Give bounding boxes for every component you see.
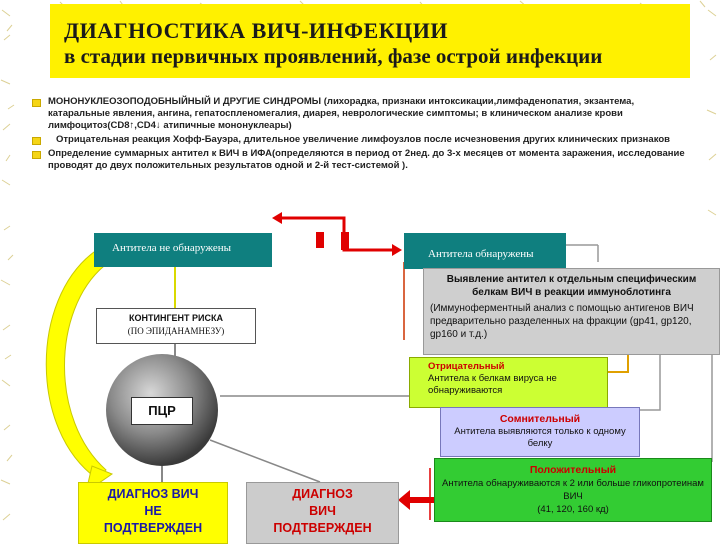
bullet-text: Отрицательная реакция Хофф-Бауэра, длите… — [56, 134, 670, 145]
red-arrowhead-confirm — [398, 490, 410, 510]
immunoblot-detection-box: Выявление антител к отдельным специфичес… — [423, 268, 720, 355]
negative-result-box: Отрицательный Антитела к белкам вируса н… — [409, 357, 608, 408]
red-arrow-stub — [341, 232, 349, 250]
connector-line — [209, 439, 321, 483]
positive-result-heading: Положительный — [529, 464, 617, 476]
bullet-item: Определение суммарных антител к ВИЧ в ИФ… — [30, 148, 690, 172]
yellow-curved-arrow — [45, 251, 107, 479]
positive-result-box: Положительный Антитела обнаруживаются к … — [434, 458, 712, 522]
pcr-label: ПЦР — [131, 397, 193, 425]
bullet-list: МОНОНУКЛЕОЗОПОДОБНЫЙНЫЙ И ДРУГИЕ СИНДРОМ… — [30, 96, 690, 174]
connector-line — [608, 355, 629, 373]
page-subtitle: в стадии первичных проявлений, фазе остр… — [64, 44, 603, 68]
bullet-item: МОНОНУКЛЕОЗОПОДОБНЫЙНЫЙ И ДРУГИЕ СИНДРОМ… — [30, 96, 690, 132]
bullet-text: МОНОНУКЛЕОЗОПОДОБНЫЙНЫЙ И ДРУГИЕ СИНДРОМ… — [48, 96, 635, 131]
risk-group-title: КОНТИНГЕНТ РИСКА — [128, 313, 224, 323]
doubtful-result-box: Сомнительный Антитела выявляются только … — [440, 407, 640, 457]
page-title: ДИАГНОСТИКА ВИЧ-ИНФЕКЦИИ — [64, 18, 448, 43]
positive-result-proteins: (41, 120, 160 кд) — [537, 504, 609, 515]
risk-group-box: КОНТИНГЕНТ РИСКА (ПО ЭПИДАНАМНЕЗУ) — [96, 308, 256, 344]
bullet-square-icon — [32, 151, 41, 159]
diagnosis-not-confirmed-line: ПОДТВЕРЖДЕН — [103, 521, 203, 535]
diagnosis-confirmed-line: ДИАГНОЗ — [292, 487, 353, 501]
red-arrow-right — [342, 218, 394, 252]
diagnosis-confirmed-line: ВИЧ — [309, 504, 336, 518]
bullet-item: Отрицательная реакция Хофф-Бауэра, длите… — [30, 134, 690, 146]
doubtful-result-description: Антитела выявляются только к одному белк… — [454, 426, 626, 449]
bullet-square-icon — [32, 99, 41, 107]
negative-result-heading: Отрицательный — [428, 361, 505, 372]
red-arrow-left — [278, 216, 346, 234]
bullet-square-icon — [32, 137, 41, 145]
bullet-text: Определение суммарных антител к ВИЧ в ИФ… — [48, 148, 685, 171]
doubtful-result-heading: Сомнительный — [499, 413, 581, 425]
antibodies-found-box: Антитела обнаружены — [404, 233, 566, 269]
antibodies-not-found-box: Антитела не обнаружены — [94, 233, 272, 267]
diagnosis-confirmed-box: ДИАГНОЗ ВИЧ ПОДТВЕРЖДЕН — [246, 482, 399, 544]
diagnosis-not-confirmed-line: ДИАГНОЗ ВИЧ — [107, 487, 199, 501]
diagnosis-confirmed-line: ПОДТВЕРЖДЕН — [273, 521, 372, 535]
connector-line — [640, 355, 661, 411]
red-arrowhead-left — [272, 212, 282, 224]
immunoblot-description: (Иммуноферментный анализ с помощью антиг… — [430, 303, 694, 340]
positive-result-description: Антитела обнаруживаются к 2 или больше г… — [442, 478, 704, 502]
diagnosis-not-confirmed-line: НЕ — [144, 504, 162, 518]
red-arrow-stub — [316, 232, 324, 248]
risk-group-subtitle: (ПО ЭПИДАНАМНЕЗУ) — [127, 326, 225, 336]
title-banner: ДИАГНОСТИКА ВИЧ-ИНФЕКЦИИ в стадии первич… — [50, 4, 690, 78]
negative-result-description: Антитела к белкам вируса не обнаруживают… — [428, 373, 557, 396]
immunoblot-heading: Выявление антител к отдельным специфичес… — [446, 274, 697, 298]
diagnosis-not-confirmed-box: ДИАГНОЗ ВИЧ НЕ ПОДТВЕРЖДЕН — [78, 482, 228, 544]
red-arrowhead-right — [392, 244, 402, 256]
